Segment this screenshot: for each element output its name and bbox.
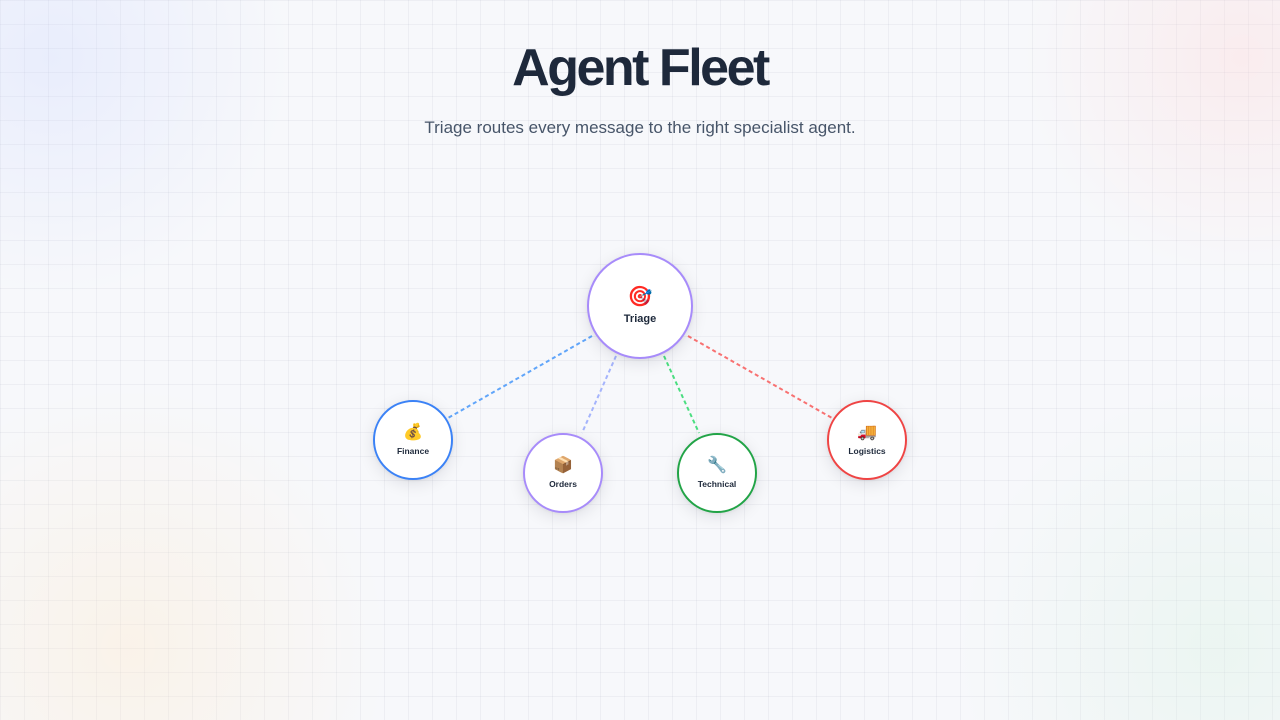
- money-bag-icon: 💰: [403, 423, 423, 441]
- page-title: Agent Fleet: [512, 39, 770, 97]
- truck-icon: 🚚: [857, 423, 877, 441]
- header: Agent Fleet Triage routes every message …: [0, 36, 1280, 139]
- node-label: Technical: [697, 478, 737, 489]
- edge-triage-technical: [663, 355, 700, 434]
- edge-triage-finance: [447, 335, 593, 419]
- node-logistics[interactable]: 🚚 Logistics: [827, 400, 907, 480]
- package-icon: 📦: [553, 456, 573, 474]
- target-icon: 🎯: [627, 286, 653, 308]
- node-finance[interactable]: 💰 Finance: [373, 400, 453, 480]
- edge-triage-logistics: [687, 335, 833, 419]
- node-triage[interactable]: 🎯 Triage: [587, 253, 693, 359]
- edge-triage-orders: [581, 355, 617, 434]
- node-label: Logistics: [848, 445, 886, 456]
- node-label: Orders: [549, 478, 577, 489]
- page-subtitle: Triage routes every message to the right…: [424, 118, 856, 137]
- node-orders[interactable]: 📦 Orders: [523, 433, 603, 513]
- node-technical[interactable]: 🔧 Technical: [677, 433, 757, 513]
- node-label: Triage: [623, 313, 657, 325]
- wrench-icon: 🔧: [707, 456, 727, 474]
- node-label: Finance: [396, 445, 430, 456]
